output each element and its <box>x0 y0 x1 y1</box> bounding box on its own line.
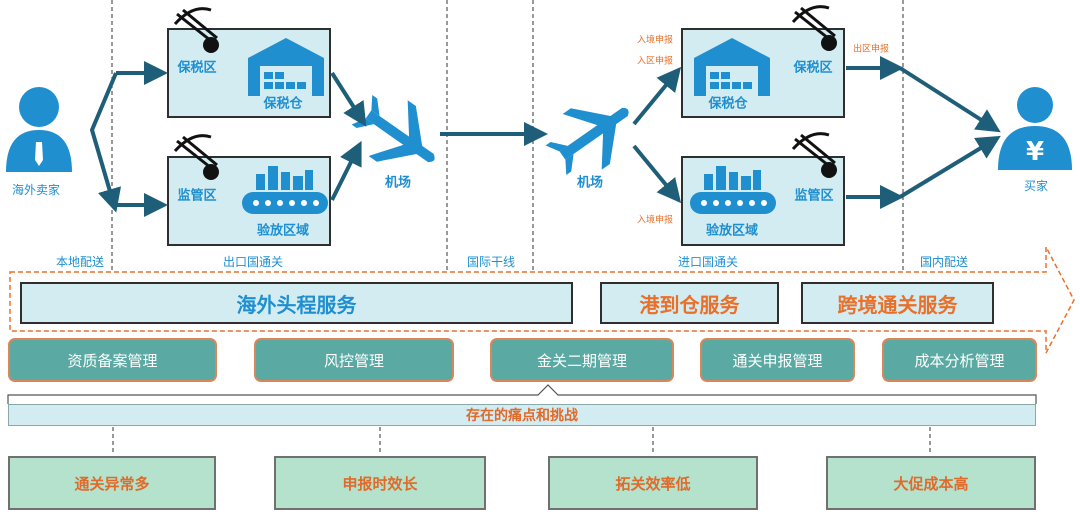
pain-point-declaration-delay: 申报时效长 <box>274 456 486 510</box>
airplane-icon <box>545 107 629 175</box>
customs-emblem-icon <box>173 134 219 180</box>
svg-text:¥: ¥ <box>1026 137 1044 167</box>
pain-point-clearance-anomalies: 通关异常多 <box>8 456 216 510</box>
warehouse-icon <box>694 38 770 96</box>
export-inspection-area-label: 验放区域 <box>256 223 310 239</box>
export-bonded-area-label: 保税区 <box>177 60 217 76</box>
mgmt-qualification-filing: 资质备案管理 <box>8 338 217 382</box>
pain-point-low-efficiency: 拓关效率低 <box>548 456 758 510</box>
service-cross-border-clearance: 跨境通关服务 <box>801 282 994 324</box>
import-airport-label: 机场 <box>576 175 604 191</box>
import-inspection-area-label: 验放区域 <box>705 223 759 239</box>
import-bonded-warehouse-label: 保税仓 <box>708 96 748 112</box>
customs-emblem-icon <box>791 5 837 51</box>
stage-label-export-clearance: 出口国通关 <box>222 255 284 269</box>
airplane-icon <box>351 95 435 163</box>
export-bonded-warehouse-label: 保税仓 <box>263 96 303 112</box>
flow-arrows <box>89 56 1001 217</box>
buyer-label: 买家 <box>1023 179 1049 193</box>
import-supervised-area-label: 监管区 <box>794 188 834 204</box>
services-dashed-arrow <box>9 246 1075 354</box>
challenge-title: 存在的痛点和挑战 <box>8 404 1036 426</box>
seller-label: 海外卖家 <box>11 183 61 197</box>
challenge-bracket <box>7 384 1037 404</box>
mgmt-customs-declaration: 通关申报管理 <box>700 338 855 382</box>
stage-label-international-trunk: 国际干线 <box>466 255 516 269</box>
seller-person-icon <box>6 87 72 172</box>
entry-declaration-label: 入境申报 <box>636 35 674 46</box>
stage-label-local-delivery: 本地配送 <box>55 255 105 269</box>
customs-emblem-icon <box>791 132 837 178</box>
service-port-to-warehouse: 港到仓服务 <box>600 282 779 324</box>
mgmt-risk-control: 风控管理 <box>254 338 454 382</box>
pain-connectors <box>112 427 931 455</box>
stage-label-domestic-delivery: 国内配送 <box>919 255 969 269</box>
import-bonded-area-label: 保税区 <box>793 60 833 76</box>
stage-label-import-clearance: 进口国通关 <box>677 255 739 269</box>
buyer-person-icon: ¥ <box>998 87 1072 170</box>
mgmt-cost-analysis: 成本分析管理 <box>882 338 1037 382</box>
export-airport-label: 机场 <box>384 175 412 191</box>
export-supervised-area-label: 监管区 <box>177 188 217 204</box>
exit-declaration-label: 出区申报 <box>852 44 890 55</box>
entry-declaration-2-label: 入境申报 <box>636 215 674 226</box>
conveyor-icon <box>242 166 328 214</box>
customs-emblem-icon <box>173 7 219 53</box>
pain-point-promo-cost: 大促成本高 <box>826 456 1036 510</box>
mgmt-golden-customs-phase2: 金关二期管理 <box>490 338 674 382</box>
area-entry-declaration-label: 入区申报 <box>636 56 674 67</box>
warehouse-icon <box>248 38 324 96</box>
service-overseas-first-leg: 海外头程服务 <box>20 282 573 324</box>
conveyor-icon <box>690 166 776 214</box>
